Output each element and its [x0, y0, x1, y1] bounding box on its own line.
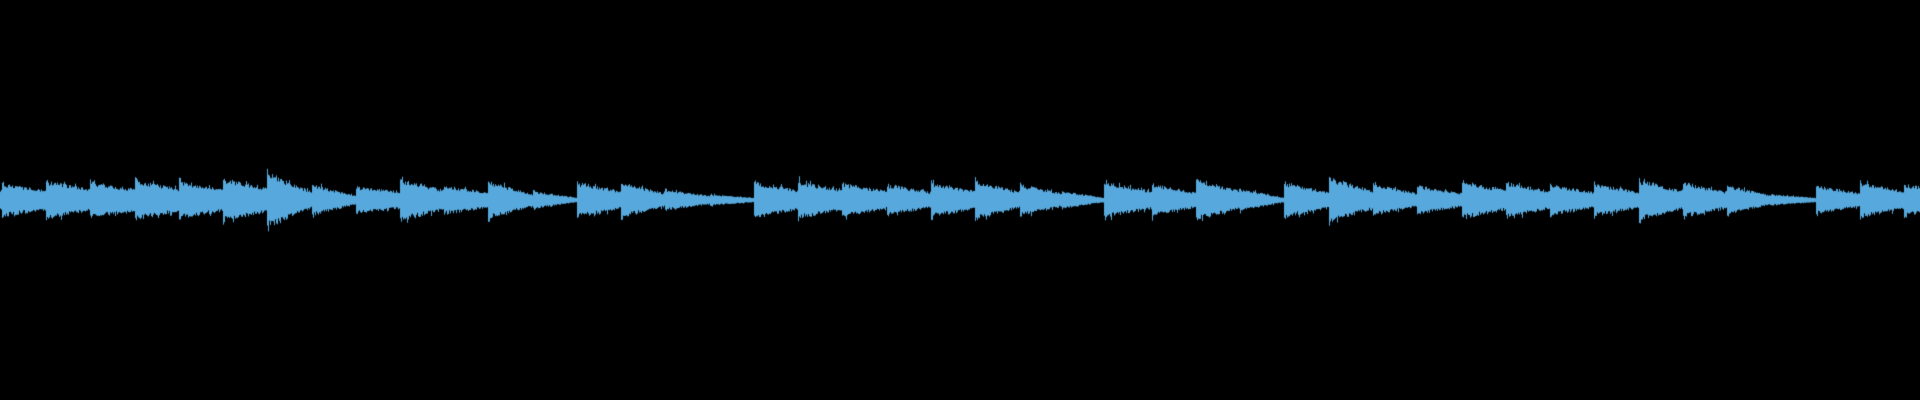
waveform-canvas[interactable] — [0, 0, 1920, 400]
waveform-panel — [0, 0, 1920, 400]
